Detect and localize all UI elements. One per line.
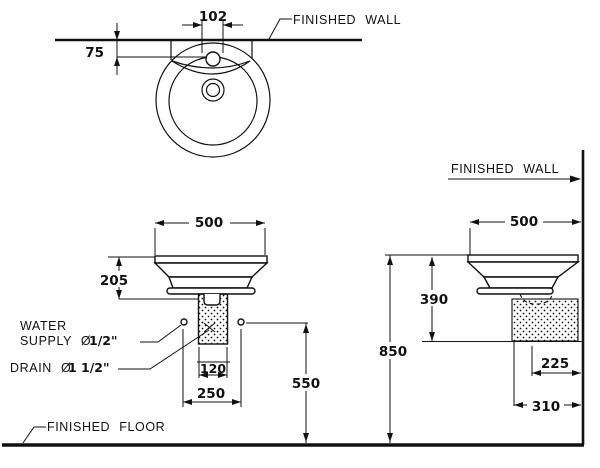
dim-250-label: 250 — [197, 386, 225, 402]
dim-102: 102 — [182, 9, 243, 53]
dim-250: 250 — [182, 329, 242, 407]
dim-225-label: 225 — [541, 356, 569, 372]
water-supply-size-label: 1/2" — [89, 333, 117, 348]
drain-callout: DRAIN Ø 1 1/2" — [10, 322, 216, 375]
drain-label: DRAIN Ø — [10, 361, 71, 375]
dim-500-side: 500 — [469, 211, 581, 256]
dim-850: 850 — [376, 255, 411, 443]
finished-wall-label-top: FINISHED WALL — [293, 13, 401, 27]
dim-550-label: 550 — [292, 376, 320, 392]
dim-225: 225 — [531, 346, 581, 376]
front-elevation-view: 500 205 WATER SUPPLY Ø 1/2" — [2, 212, 584, 447]
dim-500-front-label: 500 — [195, 215, 223, 231]
finished-wall-label-side: FINISHED WALL — [451, 162, 559, 176]
water-supply-label-line1: WATER — [20, 319, 67, 333]
water-supply-point-right — [237, 318, 245, 326]
dim-120: 120 — [197, 347, 230, 378]
dim-75: 75 — [85, 23, 206, 75]
basin-outer-rim — [155, 42, 271, 158]
basin-bowl-front-upper — [153, 262, 269, 278]
basin-rim-side — [467, 254, 579, 263]
mounting-plate-side — [476, 287, 554, 295]
dim-102-label: 102 — [199, 9, 227, 25]
side-elevation-view: FINISHED WALL 500 390 — [376, 150, 585, 445]
dim-500-front: 500 — [154, 212, 266, 255]
top-view: FINISHED WALL 102 75 — [55, 9, 401, 158]
overflow-hole-inner — [205, 82, 221, 98]
overflow-hole-outer — [201, 78, 225, 102]
drain-tailpiece — [203, 294, 221, 306]
dim-205-label: 205 — [100, 273, 128, 289]
finished-floor: FINISHED FLOOR — [2, 420, 584, 447]
dim-120-label: 120 — [200, 361, 226, 376]
dim-310-label: 310 — [532, 399, 560, 415]
water-supply-callout: WATER SUPPLY Ø 1/2" — [20, 319, 182, 348]
basin-bowl-front-lower — [168, 276, 254, 289]
faucet-hole — [205, 51, 221, 67]
dim-550: 550 — [246, 322, 324, 443]
water-supply-point-left — [180, 318, 188, 326]
basin-bowl-side-upper — [466, 261, 581, 278]
finished-floor-label: FINISHED FLOOR — [47, 420, 165, 434]
dim-310: 310 — [513, 342, 581, 415]
drain-zone-side — [511, 298, 579, 342]
finished-wall-leader — [268, 18, 292, 40]
dim-75-label: 75 — [85, 45, 104, 61]
basin-deck-curve-upper — [171, 60, 251, 69]
finished-wall-callout-side: FINISHED WALL — [448, 162, 581, 183]
dim-390-label: 390 — [420, 292, 448, 308]
basin-rim-front — [154, 255, 268, 264]
dim-390: 390 — [416, 257, 453, 341]
dim-205: 205 — [98, 256, 198, 300]
dim-500-side-label: 500 — [510, 214, 538, 230]
water-supply-label-line2: SUPPLY Ø — [20, 334, 91, 348]
dim-850-label: 850 — [379, 344, 407, 360]
basin-bowl-side-lower — [482, 276, 560, 289]
basin-deck-curve-lower — [171, 60, 251, 75]
mounting-plate-front — [166, 287, 256, 295]
drain-size-label: 1 1/2" — [68, 360, 110, 375]
